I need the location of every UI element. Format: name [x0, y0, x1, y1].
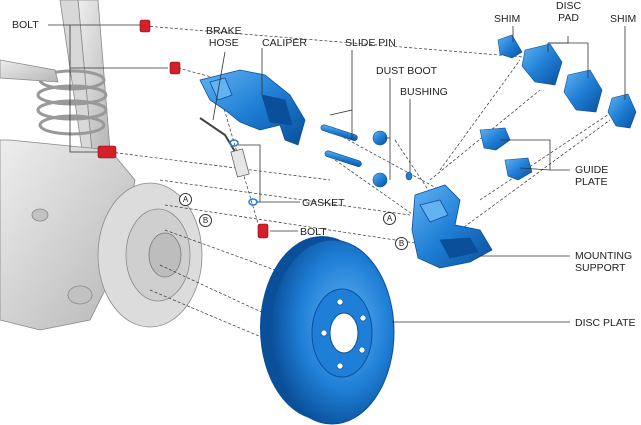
slide-pin-lower — [324, 150, 362, 167]
label-shim-right: SHIM — [610, 13, 637, 25]
label-disc-pad: DISC PAD — [556, 0, 582, 24]
guide-plate-lower — [504, 157, 533, 181]
label-mounting-support: MOUNTING SUPPORT — [575, 250, 633, 274]
caliper — [199, 69, 306, 146]
label-brake-hose: BRAKE HOSE — [206, 25, 242, 49]
shim-right — [607, 93, 637, 129]
marker-a-support: A — [383, 212, 396, 225]
marker-b-hub: B — [199, 214, 212, 227]
bolt-top-1 — [139, 19, 151, 33]
marker-a-hub: A — [179, 193, 192, 206]
bolt-bottom — [257, 223, 269, 239]
gasket-lower — [248, 198, 258, 206]
label-caliper: CALIPER — [262, 37, 307, 49]
label-bolt-bottom: BOLT — [300, 226, 327, 238]
bolt-top-2 — [169, 61, 181, 75]
disc-pad-right — [563, 69, 603, 113]
guide-plate-upper — [479, 127, 511, 151]
mounting-support — [411, 184, 493, 269]
label-bolt-top: BOLT — [12, 19, 39, 31]
label-gasket: GASKET — [302, 197, 345, 209]
label-slide-pin: SLIDE PIN — [345, 37, 396, 49]
brake-hose — [199, 117, 250, 178]
marker-b-support: B — [395, 237, 408, 250]
label-guide-plate: GUIDE PLATE — [575, 164, 609, 188]
shim-left — [497, 34, 523, 59]
gasket-upper — [229, 139, 239, 147]
disc-pad-left — [521, 43, 563, 86]
label-shim-left: SHIM — [494, 13, 521, 25]
bolt-top-3 — [97, 145, 117, 159]
label-disc-plate: DISC PLATE — [575, 317, 636, 329]
slide-pin-upper — [320, 124, 358, 141]
bushing — [405, 171, 413, 181]
label-dust-boot: DUST BOOT — [376, 65, 438, 77]
disc-plate — [260, 236, 395, 425]
label-bushing: BUSHING — [400, 86, 448, 98]
dust-boot-upper — [372, 130, 388, 146]
dust-boot-lower — [372, 172, 388, 188]
callout-lines — [48, 24, 626, 323]
suspension-assembly — [0, 0, 203, 331]
